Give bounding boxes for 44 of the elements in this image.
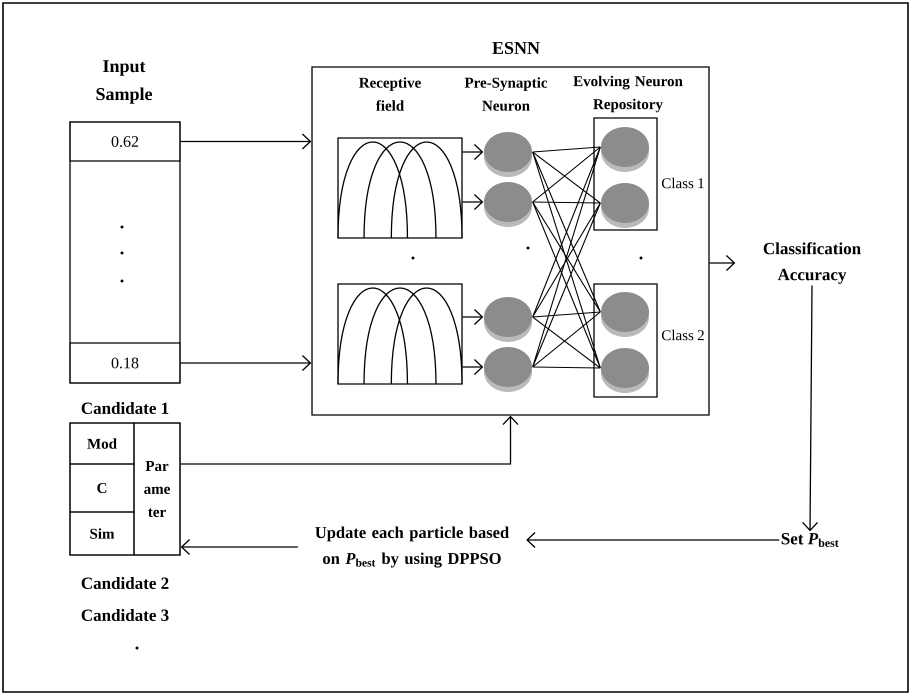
class-label: Class 2 <box>662 330 704 340</box>
neuron-disk <box>484 182 532 227</box>
heading: Candidate 1 <box>82 402 168 414</box>
table-cell: C <box>69 463 135 513</box>
connection-line <box>532 146 600 153</box>
arrow <box>462 144 484 160</box>
connection-line <box>532 366 600 369</box>
column-heading: Receptive field <box>359 77 421 111</box>
arrow <box>802 285 818 532</box>
candidate-label: Candidate 3 <box>82 609 169 621</box>
arrow <box>180 134 312 150</box>
candidate-label: Candidate 2 <box>82 577 168 589</box>
table-cell: Par ame ter <box>133 422 181 556</box>
heading: ESNN <box>492 42 540 54</box>
neuron-disk <box>601 183 649 228</box>
receptive-field-box <box>337 137 463 239</box>
arrow <box>526 532 780 548</box>
connection-line <box>532 201 600 204</box>
table-cell: 0.18 <box>69 342 181 384</box>
arrow <box>180 539 298 555</box>
neuron-disk <box>601 127 649 172</box>
table-cell: 0.62 <box>69 121 181 162</box>
column-heading: Evolving Neuron Repository <box>573 76 683 112</box>
result-text: Classification Accuracy <box>764 242 861 284</box>
class-label: Class 1 <box>662 178 704 188</box>
heading: Input Sample <box>96 60 152 104</box>
neuron-disk <box>601 348 649 393</box>
arrow <box>462 309 484 325</box>
connection-line <box>532 311 600 318</box>
table-cell: Mod <box>69 422 135 465</box>
arrow <box>462 194 484 210</box>
arrow <box>710 255 736 271</box>
neuron-disk <box>601 292 649 337</box>
arrow <box>180 416 518 465</box>
neuron-disk <box>484 297 532 342</box>
neuron-disk <box>484 347 532 392</box>
arrow <box>180 355 312 371</box>
step-text: Update each particle based on P$_{best}$ by using DPPSO <box>315 526 509 568</box>
receptive-field-box <box>337 283 463 385</box>
column-heading: Pre-Synaptic Neuron <box>464 77 548 111</box>
table-cell: Sim <box>69 511 135 556</box>
arrow <box>462 359 484 375</box>
step-text: Set P$_{best}$ <box>782 533 839 547</box>
neuron-disk <box>484 132 532 177</box>
